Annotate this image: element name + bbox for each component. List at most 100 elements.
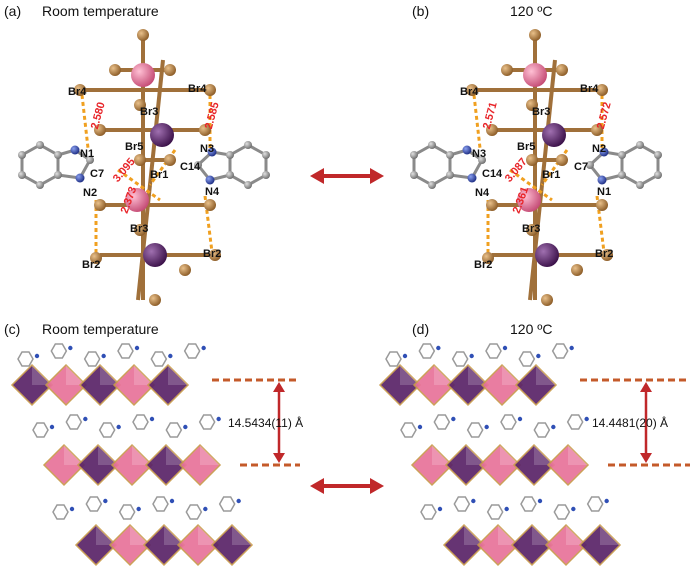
octahedron (210, 523, 254, 567)
octahedron (146, 363, 190, 407)
atom-label: Br5 (517, 141, 535, 153)
organic-cation-cluster (52, 496, 241, 520)
atom-label: Br3 (140, 106, 158, 118)
atom-label: C14 (482, 168, 503, 180)
panel-a-left-nitrogens (70, 145, 85, 183)
atom-label: C14 (180, 161, 201, 173)
octahedron (74, 523, 118, 567)
octahedron (378, 363, 422, 407)
octahedron (412, 363, 456, 407)
metal-atom (535, 243, 559, 267)
panel-b-right-nitrogens (597, 147, 609, 185)
panel-a-letter: (a) (4, 3, 21, 19)
organic-cation-cluster (400, 414, 589, 438)
octahedron (512, 443, 556, 487)
panel-d-spacing-indicator: 14.4481(20) Å (580, 378, 690, 467)
atom-label: Br4 (460, 86, 479, 98)
packing-layers-d (378, 343, 622, 567)
atom-label: Br4 (188, 83, 207, 95)
atom-label: Br4 (68, 86, 87, 98)
octahedron (108, 523, 152, 567)
octahedron (178, 443, 222, 487)
panel-b-letter: (b) (412, 3, 429, 19)
octahedron (142, 523, 186, 567)
atom-label: Br4 (580, 83, 599, 95)
atom-label: N1 (80, 148, 94, 160)
metal-atom (542, 123, 566, 147)
atom-label: N2 (83, 187, 97, 199)
panel-b-left-nitrogens (462, 145, 477, 183)
panel-d: (d) 120 ºC 14.4481(20) Å (378, 321, 690, 567)
atom-label: C7 (574, 161, 588, 173)
panel-b-right-carbons (586, 141, 662, 189)
metal-atom (143, 243, 167, 267)
distance-label: 2.572 (595, 101, 614, 131)
atom-label: N1 (597, 186, 611, 198)
octahedron (444, 443, 488, 487)
atom-label: N4 (205, 186, 220, 198)
panel-b: (b) 120 ºC (410, 3, 662, 306)
organic-cation-cluster (385, 343, 574, 367)
panel-a-right-carbons (194, 141, 270, 189)
octahedron (544, 523, 588, 567)
octahedron (442, 523, 486, 567)
panel-d-letter: (d) (412, 321, 429, 337)
distance-label: 2.585 (203, 101, 222, 131)
atom-label: Br2 (595, 248, 613, 260)
layer-spacing-label: 14.4481(20) Å (592, 415, 668, 430)
atom-label: C7 (90, 168, 104, 180)
atom-label: Br1 (150, 169, 168, 181)
atom-label: N3 (200, 143, 214, 155)
metal-atom (150, 123, 174, 147)
octahedron (478, 443, 522, 487)
atom-label: Br3 (532, 106, 550, 118)
atom-label: N3 (472, 148, 486, 160)
panel-b-bromine-atoms (466, 29, 613, 306)
octahedron (410, 443, 454, 487)
distance-label: 3.087 (503, 156, 530, 185)
layer-spacing-label: 14.5434(11) Å (228, 415, 303, 430)
octahedron (110, 443, 154, 487)
atom-label: Br2 (82, 259, 100, 271)
distance-label: 2.580 (89, 101, 108, 131)
panel-c-letter: (c) (4, 321, 20, 337)
panel-b-left-carbons (410, 141, 486, 189)
octahedron (578, 523, 622, 567)
atom-label: N4 (475, 187, 490, 199)
organic-cation-cluster (17, 343, 206, 367)
metal-atom (523, 63, 547, 87)
packing-layers-c (10, 343, 254, 567)
panel-c-title: Room temperature (42, 321, 159, 337)
atom-label: Br1 (542, 169, 560, 181)
atom-label: N2 (592, 143, 606, 155)
octahedron (44, 363, 88, 407)
octahedron (514, 363, 558, 407)
atom-label: Br2 (474, 259, 492, 271)
octahedron (76, 443, 120, 487)
panel-c-spacing-indicator: 14.5434(11) Å (212, 378, 303, 467)
organic-cation-cluster (420, 496, 609, 520)
octahedron (10, 363, 54, 407)
octahedron (480, 363, 524, 407)
panel-a-left-carbons (18, 141, 94, 189)
transition-arrow-bottom (310, 478, 384, 494)
atom-label: Br3 (522, 223, 540, 235)
octahedron (446, 363, 490, 407)
atom-label: Br5 (125, 141, 143, 153)
metal-atom (131, 63, 155, 87)
distance-label: 3.095 (111, 156, 138, 185)
octahedron (112, 363, 156, 407)
octahedron (78, 363, 122, 407)
panel-a-right-nitrogens (205, 147, 217, 185)
organic-cation-cluster (32, 414, 221, 438)
atom-label: Br2 (203, 248, 221, 260)
octahedron (546, 443, 590, 487)
panel-a: (a) Room temperature (4, 3, 270, 306)
metal-atom (517, 188, 541, 212)
panel-b-title: 120 ºC (510, 3, 552, 19)
panel-d-title: 120 ºC (510, 321, 552, 337)
panel-c: (c) Room temperature 14.5434(11) Å (4, 321, 303, 567)
panel-a-title: Room temperature (42, 3, 159, 19)
atom-label: Br3 (130, 223, 148, 235)
